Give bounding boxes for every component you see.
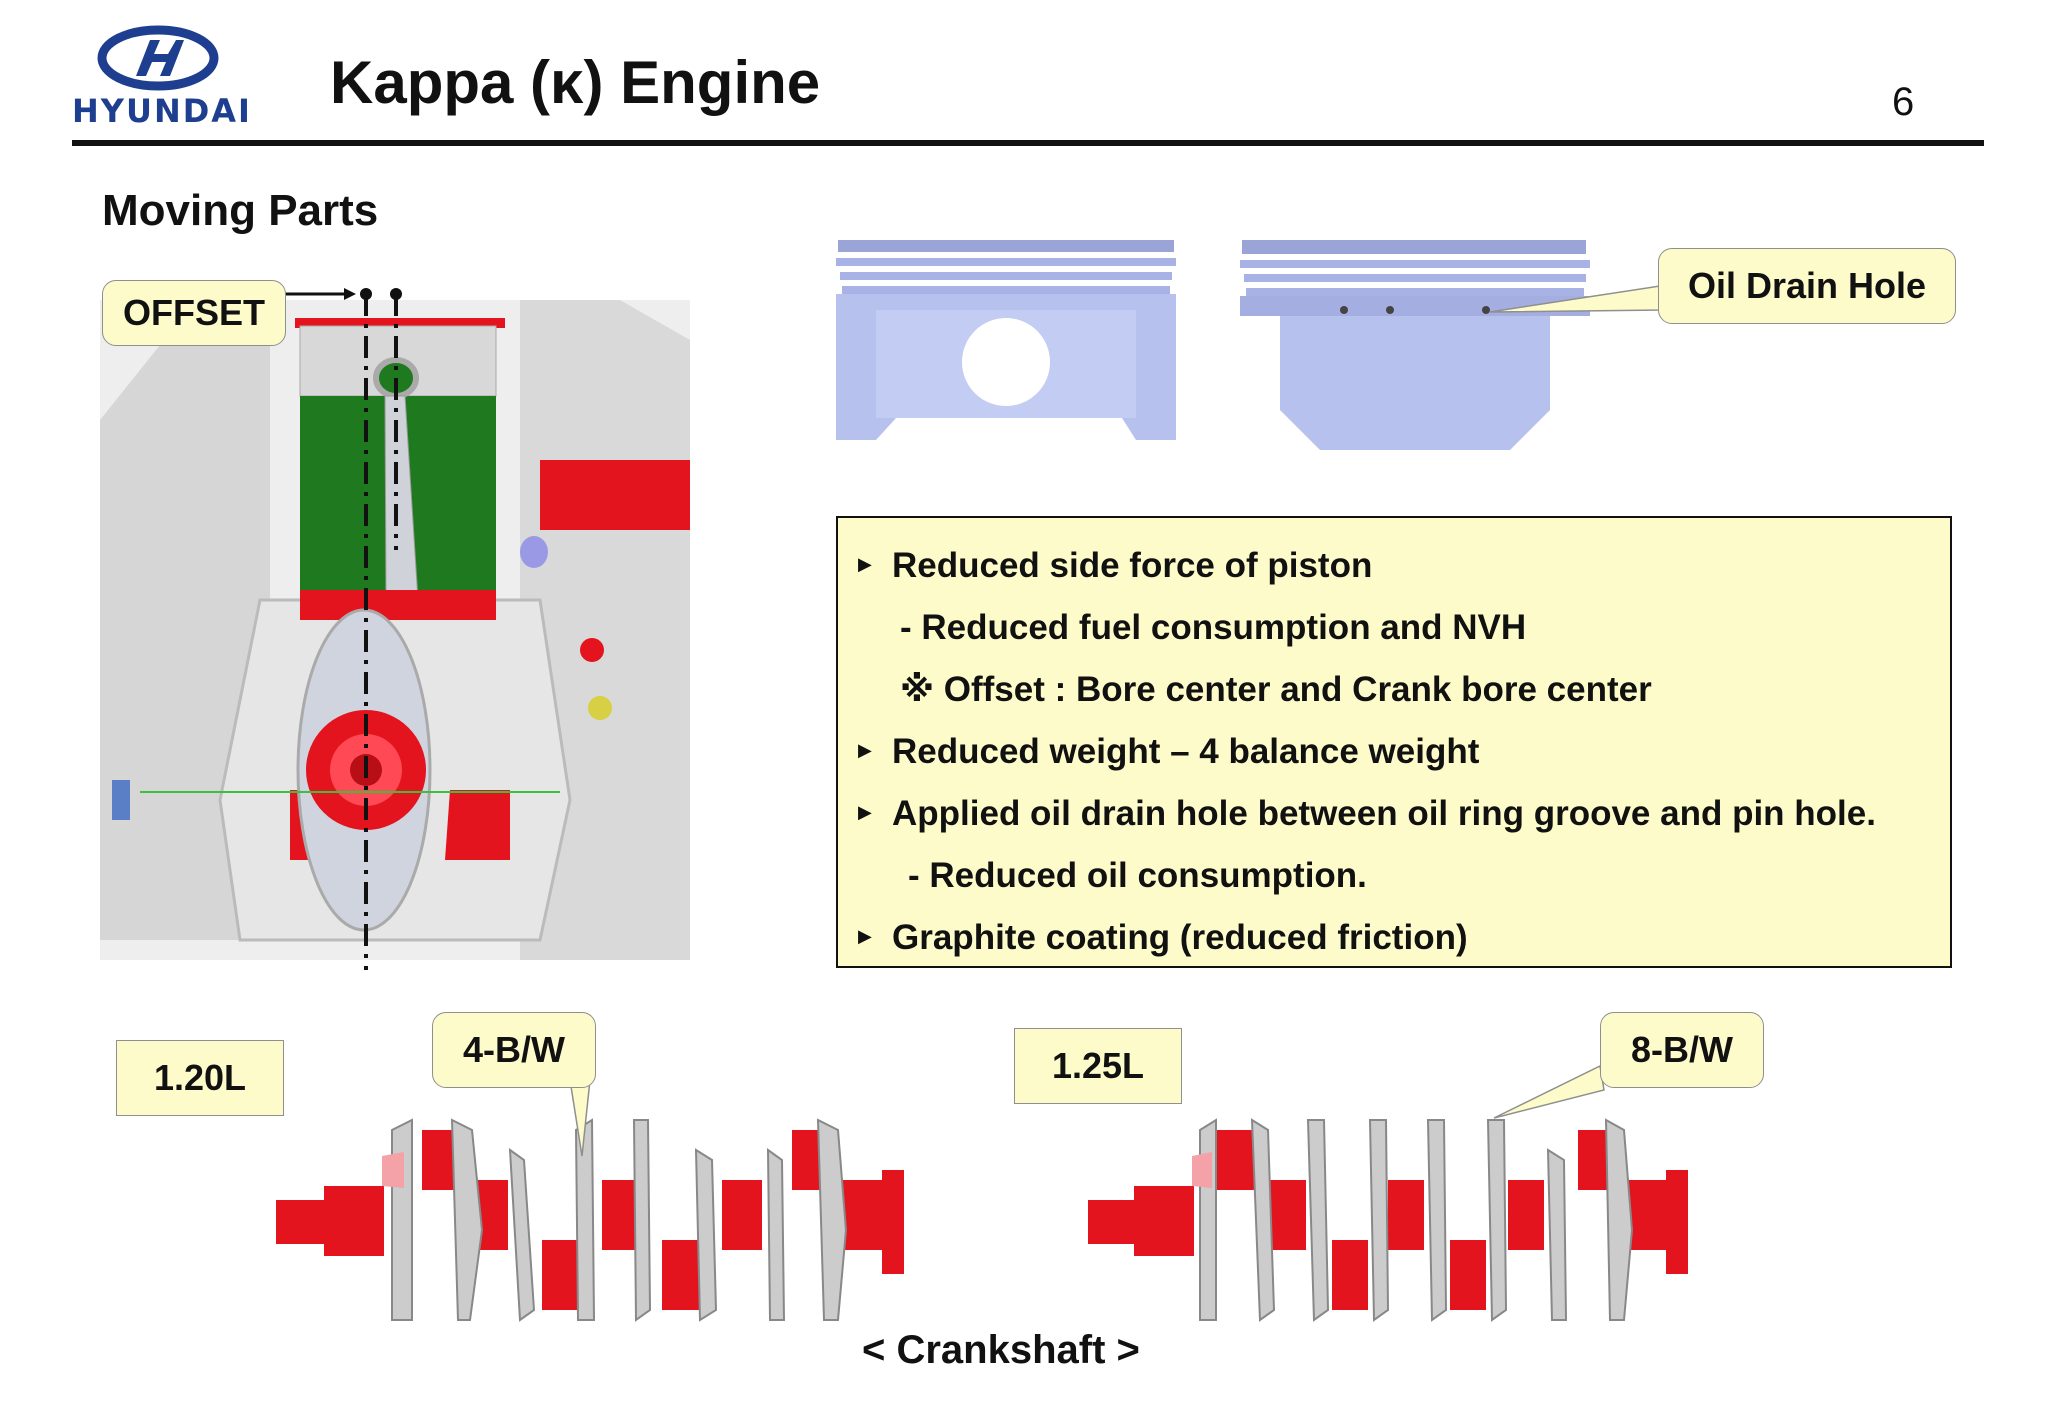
feature-item: ▶ Reduced weight – 4 balance weight [838, 724, 1950, 786]
page-number: 6 [1892, 80, 1915, 124]
feature-text: ※ Offset : Bore center and Crank bore ce… [900, 670, 1652, 709]
hyundai-logo-icon [97, 25, 219, 91]
bw4-pointer [569, 1079, 591, 1157]
page-title: Kappa (κ) Engine [330, 49, 821, 116]
bullet-triangle-icon: ▶ [858, 554, 872, 574]
offset-label: OFFSET [102, 280, 286, 346]
crankshaft-125-image [1088, 1118, 1688, 1322]
offset-centerlines [282, 288, 402, 970]
oil-drain-pointer [1489, 285, 1661, 313]
feature-subitem: - Reduced fuel consumption and NVH [838, 600, 1950, 662]
feature-text: Applied oil drain hole between oil ring … [892, 794, 1876, 833]
feature-text: Reduced side force of piston [892, 546, 1373, 585]
crankshaft-caption: < Crankshaft > [862, 1328, 1140, 1372]
feature-item: ▶ Graphite coating (reduced friction) [838, 910, 1950, 972]
bw4-label: 4-B/W [432, 1012, 596, 1088]
bullet-triangle-icon: ▶ [858, 926, 872, 946]
engine-cross-section-image [100, 300, 690, 960]
feature-item: ▶ Applied oil drain hole between oil rin… [838, 786, 1950, 848]
logo-wordmark: HYUNDAI [72, 92, 252, 130]
feature-subitem: - Reduced oil consumption. [838, 848, 1950, 910]
bullet-triangle-icon: ▶ [858, 802, 872, 822]
header-divider [72, 140, 1984, 146]
displacement-120-label: 1.20L [116, 1040, 284, 1116]
feature-text: Reduced weight – 4 balance weight [892, 732, 1480, 771]
features-box: ▶ Reduced side force of piston - Reduced… [836, 516, 1952, 968]
feature-text: Graphite coating (reduced friction) [892, 918, 1468, 957]
section-title: Moving Parts [102, 186, 379, 235]
feature-item: ▶ Reduced side force of piston [838, 538, 1950, 600]
oil-drain-hole-label: Oil Drain Hole [1658, 248, 1956, 324]
feature-note: ※ Offset : Bore center and Crank bore ce… [838, 662, 1950, 724]
feature-text: - Reduced oil consumption. [908, 856, 1367, 895]
bullet-triangle-icon: ▶ [858, 740, 872, 760]
feature-text: - Reduced fuel consumption and NVH [900, 608, 1527, 647]
bw8-pointer [1493, 1064, 1605, 1119]
displacement-125-label: 1.25L [1014, 1028, 1182, 1104]
piston-front-image [836, 240, 1176, 440]
bw8-label: 8-B/W [1600, 1012, 1764, 1088]
crankshaft-120-image [276, 1118, 904, 1322]
